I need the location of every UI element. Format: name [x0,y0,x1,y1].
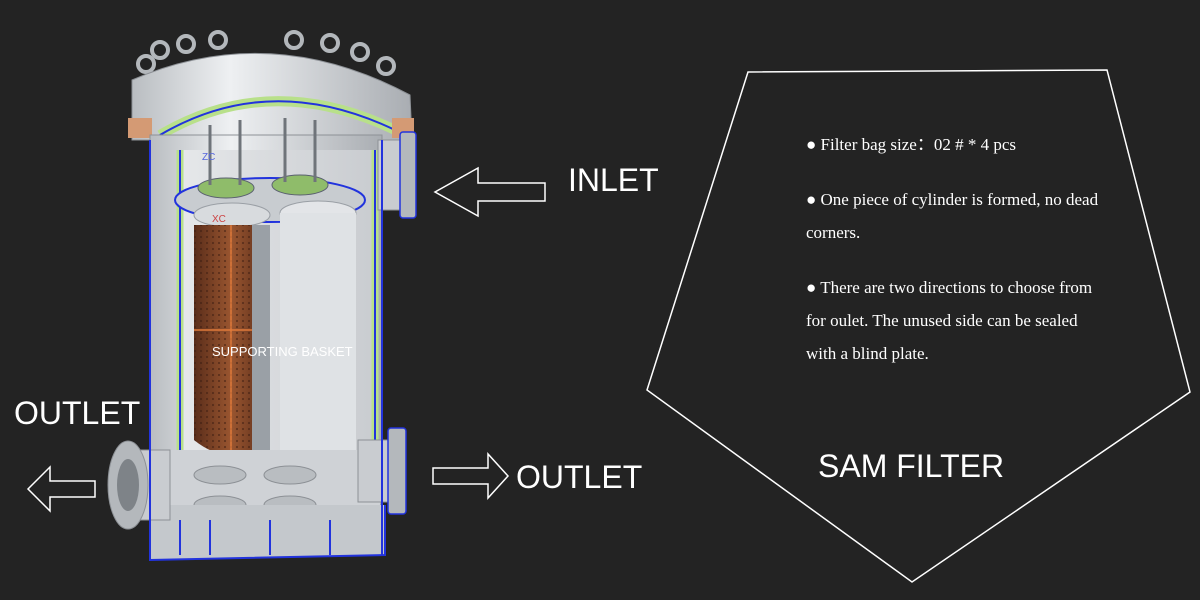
eyebolt-icon [176,34,196,54]
axis-label-zc: ZC [202,152,215,163]
feature-list: ● Filter bag size：02 # * 4 pcs ● One pie… [806,128,1106,370]
outlet-label-right: OUTLET [516,459,643,495]
feature-item-outlet-direction: ● There are two directions to choose fro… [806,278,1093,363]
eyebolt-icon [136,54,156,74]
eyebolt-icon [150,40,170,60]
eyebolt-icon [208,30,228,50]
eyebolt-icon [320,33,340,53]
axis-label-xc: XC [212,214,226,225]
outlet-label-left: OUTLET [14,395,141,431]
eyebolt-icon [350,42,370,62]
inlet-label: INLET [568,162,659,198]
feature-item-cylinder: ● One piece of cylinder is formed, no de… [806,190,1099,242]
filter-cutaway-illustration: ZC XC SUPPORTING BASKET [26,30,546,562]
outlet-flange-left [107,440,171,530]
supporting-basket-label: SUPPORTING BASKET [212,344,353,359]
lid-eyebolts [136,30,396,76]
product-name: SAM FILTER [818,448,1005,484]
arrow-left-icon [433,166,546,218]
arrow-right-icon [432,452,510,500]
eyebolt-icon [376,56,396,76]
feature-item-bag-size: ● Filter bag size：02 # * 4 pcs [806,135,1016,154]
eyebolt-icon [284,30,304,50]
arrow-left-icon [26,465,96,513]
